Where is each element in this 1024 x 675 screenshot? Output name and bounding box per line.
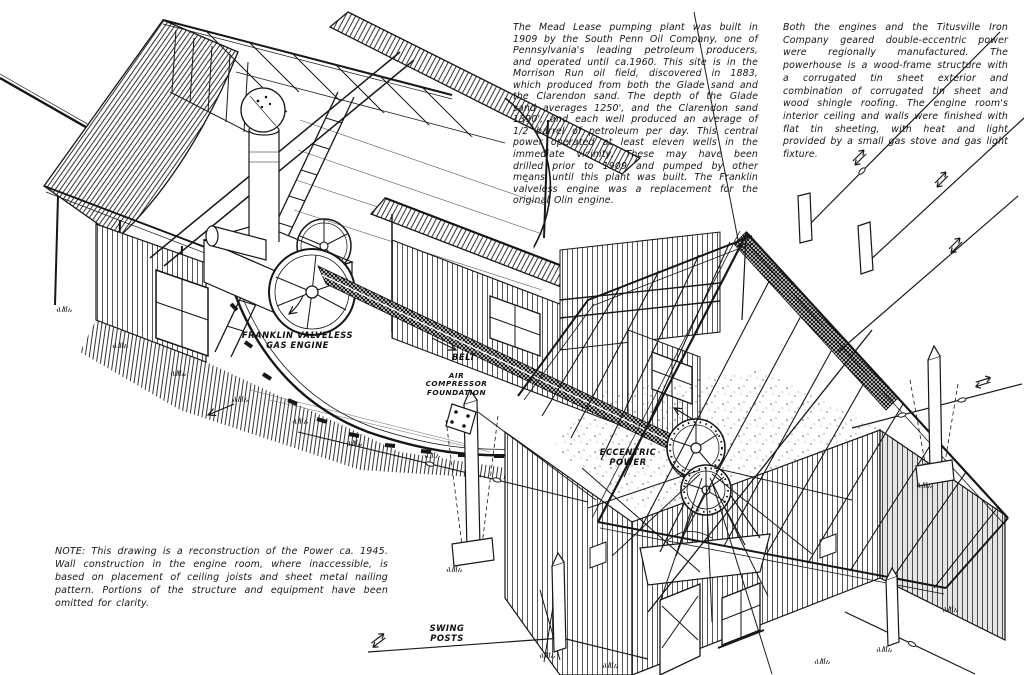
eccentric-base — [639, 479, 771, 586]
swing-post — [445, 388, 499, 567]
label-line: FRANKLIN VALVELESS — [241, 330, 354, 340]
rod-continuation-icon — [370, 631, 387, 650]
powerhouse-door — [659, 583, 701, 675]
main-caption: The Mead Lease pumping plant was built i… — [513, 22, 758, 207]
rod-line — [805, 31, 1001, 229]
ground-bank — [80, 320, 520, 480]
wall-front-left — [504, 430, 633, 675]
pump-rods — [297, 11, 1024, 675]
powerhouse-window — [717, 582, 765, 649]
rod-line — [867, 117, 1024, 263]
label-eccentric-power: ECCENTRIC POWER — [572, 447, 684, 468]
walkway-window — [489, 295, 541, 357]
label-line: ECCENTRIC — [599, 447, 657, 457]
air-compressor-foundation — [445, 403, 477, 435]
powerhouse — [504, 231, 1006, 675]
rod-line — [837, 195, 1019, 353]
bank-arrow-icon — [208, 403, 235, 415]
rod-continuation-icon — [973, 371, 993, 393]
label-belt: BELT — [452, 352, 512, 363]
leader-arrows — [208, 295, 695, 421]
label-line: POWER — [609, 456, 647, 467]
rod-line — [711, 481, 773, 675]
exhaust-pipe — [0, 76, 99, 136]
label-line: GAS ENGINE — [266, 339, 329, 350]
rod-port — [819, 533, 837, 559]
label-line: POSTS — [430, 632, 464, 643]
engine-hopper — [240, 87, 286, 133]
label-swing-posts: SWING POSTS — [412, 623, 482, 644]
rod-line — [477, 411, 597, 501]
label-line: COMPRESSOR — [425, 379, 488, 389]
window — [155, 268, 209, 358]
swing-post — [909, 344, 959, 487]
belt-arrow-icon — [431, 337, 456, 350]
flywheel-arrow-icon — [289, 295, 304, 314]
swing-post — [539, 551, 567, 663]
label-line: BELT — [452, 352, 476, 362]
swing-posts — [445, 192, 959, 663]
label-air-compressor-foundation: AIR COMPRESSOR FOUNDATION — [404, 371, 509, 397]
corrugated-roof-slope — [43, 19, 239, 239]
ridge-post — [797, 192, 874, 275]
right-caption: Both the engines and the Titusville Iron… — [783, 22, 1008, 161]
label-line: AIR — [448, 371, 465, 380]
belt-direction-arrow-icon — [674, 408, 695, 421]
rod-port — [589, 541, 607, 569]
rod-continuation-icon — [934, 171, 949, 188]
label-line: SWING — [429, 623, 465, 633]
rod-line — [693, 11, 741, 251]
label-franklin-engine: FRANKLIN VALVELESS GAS ENGINE — [210, 330, 385, 351]
note-caption: NOTE: This drawing is a reconstruction o… — [55, 546, 388, 609]
powerhouse-roof-framing — [517, 230, 1009, 613]
roof-corrugated-band — [328, 11, 642, 175]
swing-post — [885, 566, 900, 647]
rod-line — [297, 431, 589, 503]
label-line: FOUNDATION — [426, 387, 487, 397]
